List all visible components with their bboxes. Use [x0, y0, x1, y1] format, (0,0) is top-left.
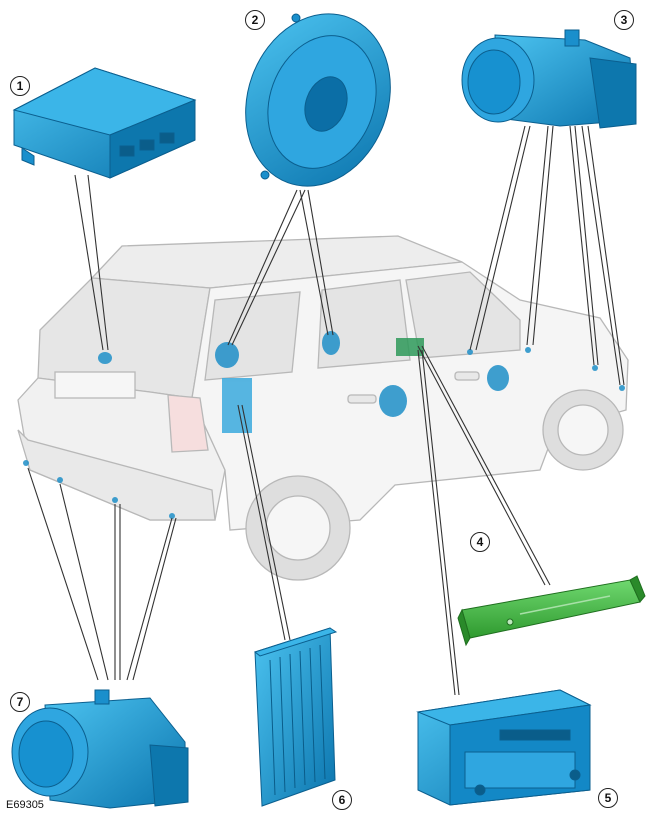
control-module-icon [12, 67, 197, 179]
callout-7: 7 [10, 692, 30, 712]
antenna-strip-icon [457, 575, 646, 647]
callout-2: 2 [245, 10, 265, 30]
vehicle-component-markers [23, 331, 625, 519]
callout-5: 5 [598, 788, 618, 808]
speaker-icon [245, 13, 391, 187]
callout-4: 4 [470, 532, 490, 552]
head-unit-icon [416, 689, 592, 806]
leader-lines [27, 125, 625, 696]
parking-sensor-icon [461, 29, 637, 129]
callout-3: 3 [614, 10, 634, 30]
vehicle-illustration [17, 235, 629, 581]
callout-1: 1 [10, 76, 30, 96]
parking-sensor-icon [11, 689, 189, 809]
callout-6: 6 [332, 790, 352, 810]
amplifier-icon [253, 627, 338, 807]
figure-id-label: E69305 [6, 799, 44, 811]
